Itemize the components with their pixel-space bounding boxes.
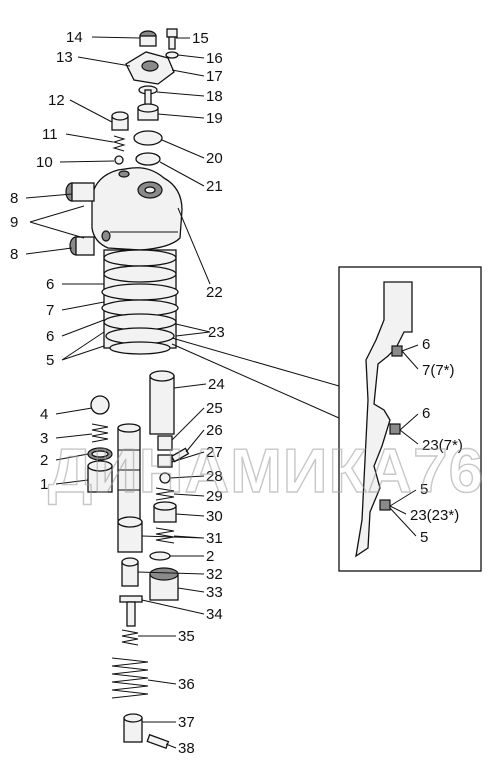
- part-cap-14: [139, 30, 157, 47]
- part-33: [149, 567, 179, 601]
- callout-30: 30: [206, 508, 223, 525]
- part-ring-2-upper: [87, 447, 113, 461]
- callout-4: 4: [40, 406, 48, 423]
- callout-33: 33: [206, 584, 223, 601]
- inset-callout-6-upper: 6: [422, 336, 430, 353]
- callout-3: 3: [40, 430, 48, 447]
- part-ball-4: [90, 395, 110, 415]
- callout-8-lower: 8: [10, 246, 18, 263]
- part-washer-16: [165, 51, 179, 59]
- callout-37: 37: [178, 714, 195, 731]
- callout-21: 21: [206, 178, 223, 195]
- inset-callout-23-23: 23(23*): [410, 507, 459, 524]
- part-seat-1: [87, 460, 113, 493]
- part-plunger-24: [149, 370, 175, 435]
- part-oring-20: [133, 130, 163, 146]
- callout-1: 1: [40, 476, 48, 493]
- part-spring-31: [155, 527, 175, 544]
- inset-ring-lower: [379, 499, 391, 511]
- part-ring-2-lower: [149, 551, 171, 561]
- part-30: [153, 501, 177, 523]
- inset-section: [355, 281, 413, 558]
- part-union-8-lower: [69, 236, 95, 256]
- callout-29: 29: [206, 488, 223, 505]
- part-ball-10: [114, 155, 124, 165]
- callout-17: 17: [206, 68, 223, 85]
- part-25: [157, 435, 173, 451]
- callout-25: 25: [206, 400, 223, 417]
- part-32: [121, 557, 139, 587]
- part-spring-36: [111, 657, 149, 699]
- watermark: ДИНАМИКА76: [48, 437, 484, 506]
- part-plug-12: [111, 111, 129, 131]
- callout-16: 16: [206, 50, 223, 67]
- callout-11: 11: [42, 126, 58, 143]
- part-spring-35: [121, 629, 139, 646]
- part-sleeve-19: [137, 103, 159, 121]
- part-sleeve-lower: [117, 516, 143, 553]
- part-stem-34: [119, 595, 143, 627]
- part-spring-11: [112, 135, 126, 152]
- callout-2-lower: 2: [206, 548, 214, 565]
- callout-22: 22: [206, 284, 223, 301]
- callout-24: 24: [208, 376, 225, 393]
- part-bolt-15: [166, 28, 178, 50]
- callout-2-upper: 2: [40, 452, 48, 469]
- part-spring-29: [155, 487, 175, 501]
- callout-27: 27: [206, 444, 223, 461]
- inset-callout-23-7: 23(7*): [422, 437, 463, 454]
- detail-inset: [338, 266, 482, 572]
- callout-31: 31: [206, 530, 223, 547]
- inset-callout-5-lower: 5: [420, 529, 428, 546]
- callout-23: 23: [208, 324, 225, 341]
- callout-28: 28: [206, 468, 223, 485]
- callout-35: 35: [178, 628, 195, 645]
- callout-labels: 14 15 13 16 17 18 12 19 11 20 10 21 8 9 …: [10, 29, 225, 757]
- callout-leaders: [25, 36, 211, 749]
- part-flange-13: [125, 51, 175, 85]
- callout-15: 15: [192, 30, 209, 47]
- part-oring-21: [135, 152, 161, 166]
- callout-19: 19: [206, 110, 223, 127]
- part-plunger-column: [117, 423, 141, 521]
- part-pump-head: [91, 167, 183, 251]
- inset-leader-upper: [171, 337, 340, 387]
- inset-labels: 6 7(7*) 6 23(7*) 5 23(23*) 5: [410, 336, 463, 546]
- callout-6-upper: 6: [46, 276, 54, 293]
- callout-9: 9: [10, 214, 18, 231]
- callout-18: 18: [206, 88, 223, 105]
- callout-12: 12: [48, 92, 65, 109]
- callout-13: 13: [56, 49, 73, 66]
- part-pin-38: [146, 733, 170, 750]
- callout-32: 32: [206, 566, 223, 583]
- part-37: [123, 713, 143, 743]
- part-union-8-upper: [65, 182, 95, 202]
- inset-ring-middle: [389, 423, 401, 435]
- callout-34: 34: [206, 606, 223, 623]
- inset-callout-6-lower: 6: [422, 405, 430, 422]
- callout-6-lower: 6: [46, 328, 54, 345]
- part-27: [157, 454, 173, 468]
- inset-ring-upper: [391, 345, 403, 357]
- callout-14: 14: [66, 29, 83, 46]
- callout-26: 26: [206, 422, 223, 439]
- callout-10: 10: [36, 154, 53, 171]
- callout-36: 36: [178, 676, 195, 693]
- inset-callout-5-upper: 5: [420, 481, 428, 498]
- callout-20: 20: [206, 150, 223, 167]
- callout-38: 38: [178, 740, 195, 757]
- callout-7: 7: [46, 302, 54, 319]
- part-spring-3: [91, 423, 109, 443]
- callout-5: 5: [46, 352, 54, 369]
- inset-leader-lower: [171, 343, 340, 419]
- part-barrel: [101, 249, 179, 355]
- inset-callout-7: 7(7*): [422, 362, 455, 379]
- callout-8-upper: 8: [10, 190, 18, 207]
